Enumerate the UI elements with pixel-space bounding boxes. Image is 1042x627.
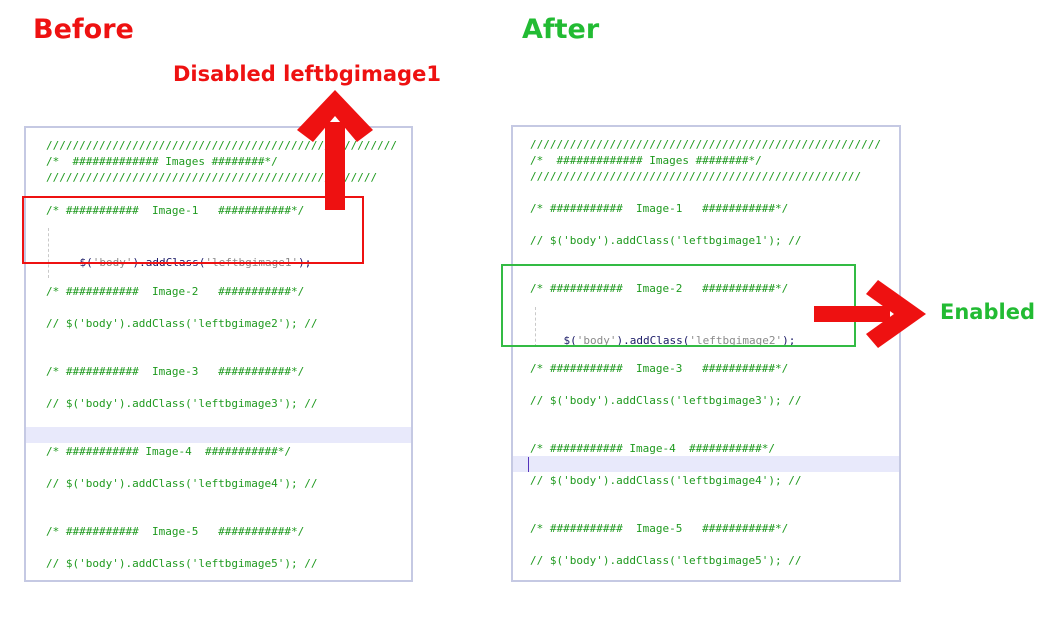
image3-commented-code[interactable]: // $('body').addClass('leftbgimage3'); /… bbox=[530, 394, 802, 407]
image4-header-comment: /* ########### Image-4 ###########*/ bbox=[530, 442, 776, 455]
image4-header-comment: /* ########### Image-4 ###########*/ bbox=[46, 445, 292, 458]
image4-commented-code[interactable]: // $('body').addClass('leftbgimage4'); /… bbox=[530, 474, 802, 487]
image3-commented-code[interactable]: // $('body').addClass('leftbgimage3'); /… bbox=[46, 397, 318, 410]
after-heading: After bbox=[522, 14, 600, 45]
separator-comment: ////////////////////////////////////////… bbox=[46, 139, 397, 152]
image2-header-comment: /* ########### Image-2 ###########*/ bbox=[46, 285, 305, 298]
highlighted-line bbox=[513, 456, 899, 472]
image1-header-comment: /* ########### Image-1 ###########*/ bbox=[530, 202, 789, 215]
image3-header-comment: /* ########### Image-3 ###########*/ bbox=[530, 362, 789, 375]
separator-comment: ////////////////////////////////////////… bbox=[530, 170, 862, 183]
before-code-panel: ////////////////////////////////////////… bbox=[24, 126, 413, 582]
after-code-panel: ////////////////////////////////////////… bbox=[511, 125, 901, 582]
text-caret bbox=[528, 457, 529, 472]
code-token: ); bbox=[782, 334, 796, 347]
image4-commented-code[interactable]: // $('body').addClass('leftbgimage4'); /… bbox=[46, 477, 318, 490]
separator-comment: ////////////////////////////////////////… bbox=[46, 171, 378, 184]
image2-commented-code[interactable]: // $('body').addClass('leftbgimage2'); /… bbox=[46, 317, 318, 330]
indent-guide bbox=[48, 228, 49, 278]
image3-header-comment: /* ########### Image-3 ###########*/ bbox=[46, 365, 305, 378]
right-arrow-icon bbox=[814, 280, 926, 348]
code-token: ).addClass( bbox=[616, 334, 690, 347]
image1-commented-code[interactable]: // $('body').addClass('leftbgimage1'); /… bbox=[530, 234, 802, 247]
disabled-highlight-box bbox=[22, 196, 364, 264]
up-arrow-icon bbox=[297, 90, 373, 210]
code-string: 'body' bbox=[576, 334, 617, 347]
image2-active-code[interactable]: $('body').addClass('leftbgimage2'); bbox=[513, 311, 899, 347]
image5-commented-code[interactable]: // $('body').addClass('leftbgimage5'); /… bbox=[530, 554, 802, 567]
enabled-highlight-box bbox=[501, 264, 856, 347]
image5-header-comment: /* ########### Image-5 ###########*/ bbox=[46, 525, 305, 538]
code-token: $( bbox=[563, 334, 577, 347]
highlighted-line bbox=[26, 427, 411, 443]
image2-header-comment: /* ########### Image-2 ###########*/ bbox=[530, 282, 789, 295]
image5-header-comment: /* ########### Image-5 ###########*/ bbox=[530, 522, 789, 535]
image1-header-comment: /* ########### Image-1 ###########*/ bbox=[46, 204, 305, 217]
images-section-comment: /* ############# Images ########*/ bbox=[530, 154, 762, 167]
separator-comment: ////////////////////////////////////////… bbox=[530, 138, 881, 151]
before-heading: Before bbox=[33, 14, 134, 45]
indent-guide bbox=[535, 307, 536, 347]
images-section-comment: /* ############# Images ########*/ bbox=[46, 155, 278, 168]
enabled-annotation: Enabled bbox=[940, 300, 1035, 324]
disabled-annotation: Disabled leftbgimage1 bbox=[173, 62, 441, 86]
image5-commented-code[interactable]: // $('body').addClass('leftbgimage5'); /… bbox=[46, 557, 318, 570]
code-string: 'leftbgimage2' bbox=[689, 334, 783, 347]
